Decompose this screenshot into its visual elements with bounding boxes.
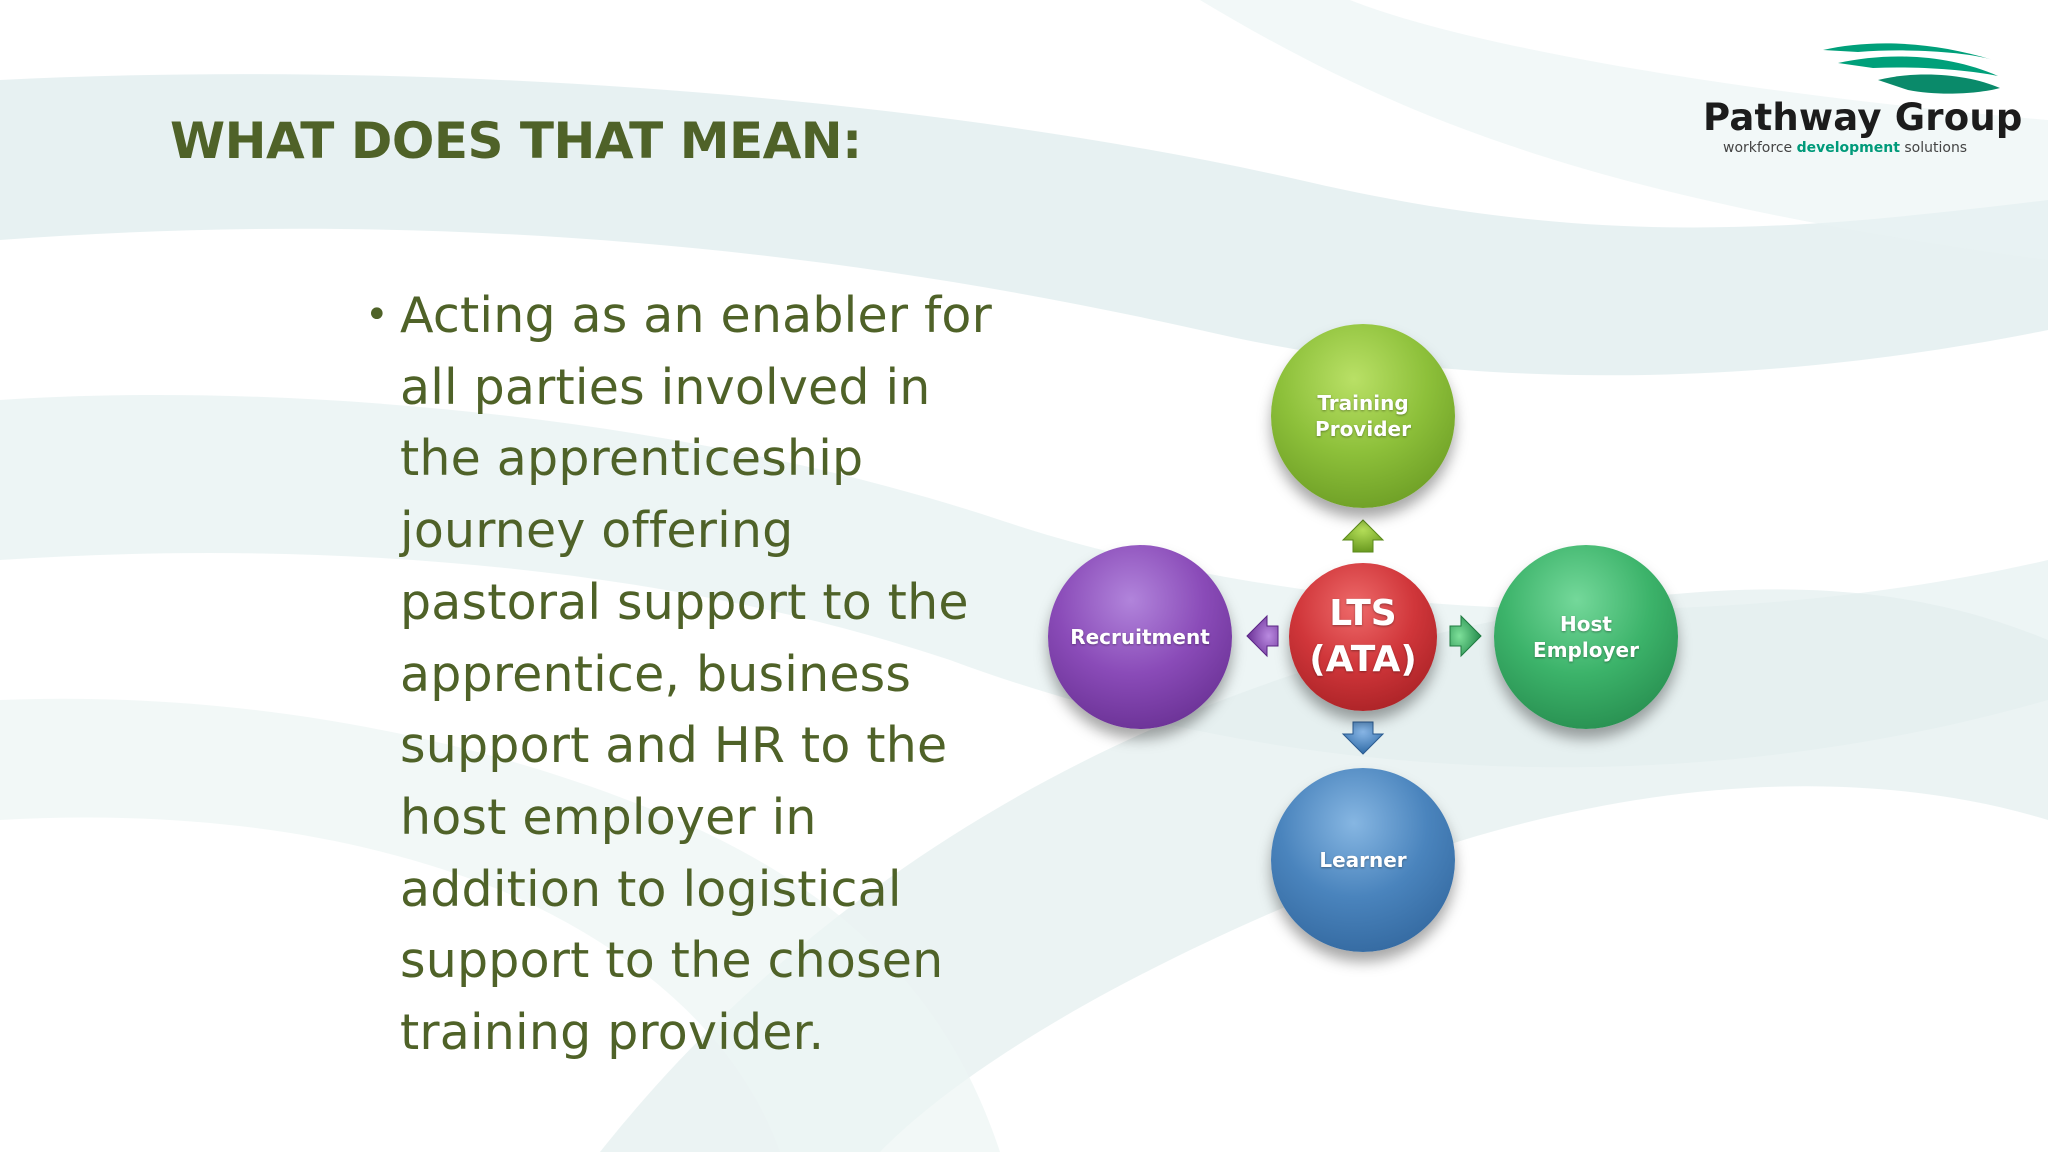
node-center-lts-ata: LTS (ATA)	[1289, 563, 1437, 711]
node-host-employer: Host Employer	[1494, 545, 1678, 729]
slide-title: WHAT DOES THAT MEAN:	[170, 112, 862, 170]
node-label: Learner	[1319, 848, 1407, 872]
tagline-highlight: development	[1796, 140, 1900, 156]
node-training-provider: Training Provider	[1271, 324, 1455, 508]
arrow-down-icon	[1341, 721, 1385, 755]
bullet-icon: •	[365, 292, 389, 338]
node-learner: Learner	[1271, 768, 1455, 952]
pathway-group-logo: Pathway Group workforce development solu…	[1698, 30, 2022, 160]
arrow-up-icon	[1341, 519, 1385, 553]
bullet-text: Acting as an enabler for all parties inv…	[400, 287, 992, 1062]
swoosh-icon	[1823, 43, 2000, 94]
node-label: Host Employer	[1533, 612, 1639, 662]
node-label: Training Provider	[1315, 391, 1411, 441]
node-label: Recruitment	[1070, 625, 1210, 649]
bullet-item: • Acting as an enabler for all parties i…	[365, 280, 1005, 1069]
logo-tagline: workforce development solutions	[1723, 140, 1967, 156]
tagline-part: solutions	[1899, 140, 1968, 156]
node-label: LTS (ATA)	[1309, 593, 1417, 680]
node-recruitment: Recruitment	[1048, 545, 1232, 729]
bullet-list: • Acting as an enabler for all parties i…	[365, 280, 1005, 1069]
tagline-part: workforce	[1723, 140, 1797, 156]
logo-name: Pathway Group	[1703, 96, 2023, 139]
arrow-right-icon	[1449, 614, 1482, 658]
arrow-left-icon	[1246, 614, 1279, 658]
